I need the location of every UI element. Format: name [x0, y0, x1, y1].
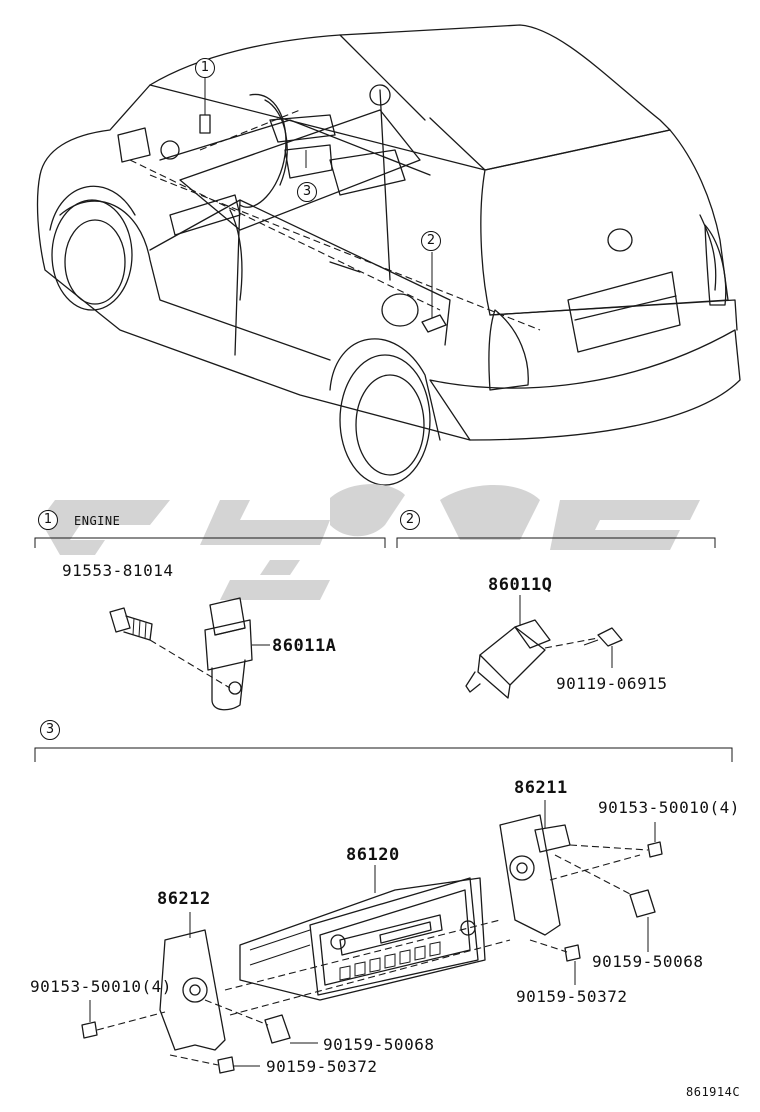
section-1-marker: 1	[38, 510, 58, 530]
part-86120: 86120	[346, 845, 400, 865]
callout-3: 3	[297, 182, 317, 202]
part-86011Q: 86011Q	[488, 575, 553, 595]
part-90159-50372-right: 90159-50372	[516, 987, 628, 1006]
part-90153-50010-right: 90153-50010(4)	[598, 798, 740, 817]
part-86011A: 86011A	[272, 636, 337, 656]
section-3-marker: 3	[40, 720, 60, 740]
vehicle-illustration	[36, 24, 741, 486]
figure-code: 861914C	[686, 1085, 741, 1099]
part-86212: 86212	[157, 889, 211, 909]
part-90159-50068-right: 90159-50068	[592, 952, 704, 971]
section-2-marker: 2	[400, 510, 420, 530]
section-1-title: ENGINE	[74, 514, 121, 528]
callout-1: 1	[195, 58, 215, 78]
part-91553-81014: 91553-81014	[62, 561, 174, 580]
part-90159-50372-left: 90159-50372	[266, 1057, 378, 1076]
callout-2: 2	[421, 231, 441, 251]
part-86211: 86211	[514, 778, 568, 798]
part-90119-06915: 90119-06915	[556, 674, 668, 693]
part-90159-50068-left: 90159-50068	[323, 1035, 435, 1054]
part-90153-50010-left: 90153-50010(4)	[30, 977, 172, 996]
